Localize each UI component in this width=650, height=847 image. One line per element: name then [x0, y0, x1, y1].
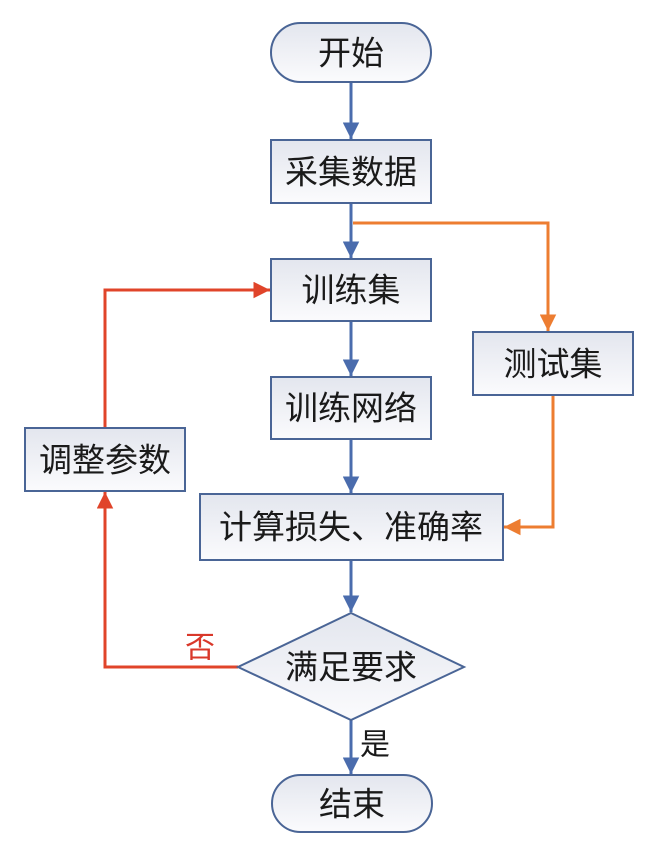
node-train-net-label: 训练网络 — [285, 389, 417, 428]
edge-label-no: 否 — [185, 631, 215, 666]
edge-decision-to-adjust — [96, 492, 238, 669]
node-end: 结束 — [271, 774, 433, 833]
node-decision: 满足要求 — [235, 611, 467, 722]
node-train-set: 训练集 — [270, 258, 432, 322]
process-shape — [270, 376, 432, 440]
node-start: 开始 — [270, 22, 432, 83]
edge-adjust-to-train-set — [103, 281, 270, 428]
node-end-label: 结束 — [319, 785, 385, 824]
node-compute: 计算损失、准确率 — [199, 493, 504, 561]
terminal-shape — [270, 22, 432, 83]
process-shape — [24, 427, 186, 492]
node-start-label: 开始 — [318, 34, 384, 73]
node-collect-label: 采集数据 — [285, 153, 417, 192]
edge-collect-to-test-set — [353, 221, 557, 331]
edges — [96, 82, 557, 774]
edge-test-set-to-compute — [504, 395, 555, 536]
node-adjust: 调整参数 — [24, 427, 186, 492]
node-train-set-label: 训练集 — [302, 271, 401, 310]
node-adjust-label: 调整参数 — [39, 441, 171, 480]
process-shape — [472, 331, 634, 396]
node-train-net: 训练网络 — [270, 376, 432, 440]
terminal-shape — [271, 774, 433, 833]
process-shape — [199, 493, 504, 561]
process-shape — [270, 139, 432, 204]
node-test-set: 测试集 — [472, 331, 634, 396]
process-shape — [270, 258, 432, 322]
node-decision-label: 满足要求 — [285, 648, 417, 687]
edge-label-yes: 是 — [360, 728, 390, 763]
node-compute-label: 计算损失、准确率 — [219, 508, 483, 547]
node-collect: 采集数据 — [270, 139, 432, 204]
decision-shape — [235, 611, 467, 722]
node-test-set-label: 测试集 — [504, 345, 603, 384]
